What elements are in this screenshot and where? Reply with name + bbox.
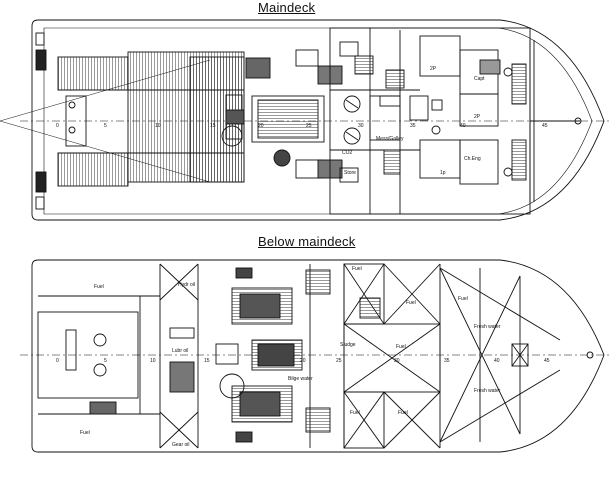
frame-label: 35 (444, 358, 450, 364)
frame-label: 25 (336, 358, 342, 364)
room-label-2p: 2P (430, 66, 437, 72)
maindeck-frame-numbers: 0 5 10 15 20 25 30 35 40 45 (56, 123, 548, 129)
below-maindeck-plan (20, 259, 612, 453)
tank-label-lubr-oil: Lubr oil (172, 348, 188, 354)
frame-label: 30 (358, 123, 364, 129)
cargo-deck-grating-aft (57, 56, 129, 91)
tank-label-fuel: Fuel (458, 296, 468, 302)
frame-label: 25 (306, 123, 312, 129)
tank-label-fuel: Fuel (352, 266, 362, 272)
frame-label: 15 (210, 123, 216, 129)
frame-label: 30 (394, 358, 400, 364)
frame-label: 35 (410, 123, 416, 129)
maindeck-room-labels: Mess/Galley CO2 Store 2P 2P Capt Ch.Eng … (342, 66, 485, 176)
frame-label: 0 (56, 123, 59, 129)
maindeck-title: Maindeck (258, 0, 316, 15)
frame-label: 40 (494, 358, 500, 364)
tank-label-fuel: Fuel (396, 344, 406, 350)
below-tank-labels: Fuel Fuel Hydr oil Lubr oil Gear oil Fue… (80, 266, 501, 448)
room-label-capt: Capt (474, 76, 485, 82)
tank-label-gear-oil: Gear oil (172, 442, 190, 448)
room-label-2p: 2P (474, 114, 481, 120)
frame-label: 5 (104, 358, 107, 364)
tank-label-fuel: Fuel (398, 410, 408, 416)
tank-label-fuel: Fuel (94, 284, 104, 290)
tank-label-sludge: Sludge (340, 342, 356, 348)
maindeck-hull-outline (31, 19, 605, 221)
maindeck-plan (0, 19, 612, 221)
frame-label: 20 (300, 358, 306, 364)
frame-label: 10 (150, 358, 156, 364)
tank-label-fresh-water: Fresh water (474, 388, 501, 394)
frame-label: 40 (460, 123, 466, 129)
tank-label-fuel: Fuel (80, 430, 90, 436)
tank-label-bilge-water: Bilge water (288, 376, 313, 382)
frame-label: 0 (56, 358, 59, 364)
frame-label: 45 (542, 123, 548, 129)
below-hull-outline (31, 259, 605, 453)
frame-label: 10 (155, 123, 161, 129)
room-label-1p: 1p (440, 170, 446, 176)
room-label-co2: CO2 (342, 150, 353, 156)
frame-label: 45 (544, 358, 550, 364)
frame-label: 15 (204, 358, 210, 364)
frame-label: 5 (104, 123, 107, 129)
room-label-ch-eng: Ch.Eng (464, 156, 481, 162)
tank-label-fresh-water: Fresh water (474, 324, 501, 330)
below-frame-numbers: 0 5 10 15 20 25 30 35 40 45 (56, 358, 550, 364)
room-label-store: Store (344, 170, 356, 176)
room-label-mess-galley: Mess/Galley (376, 136, 404, 142)
frame-label: 20 (258, 123, 264, 129)
tank-label-fuel: Fuel (350, 410, 360, 416)
below-maindeck-title: Below maindeck (258, 234, 356, 249)
tank-label-hydr-oil: Hydr oil (178, 282, 195, 288)
tank-label-fuel: Fuel (406, 300, 416, 306)
